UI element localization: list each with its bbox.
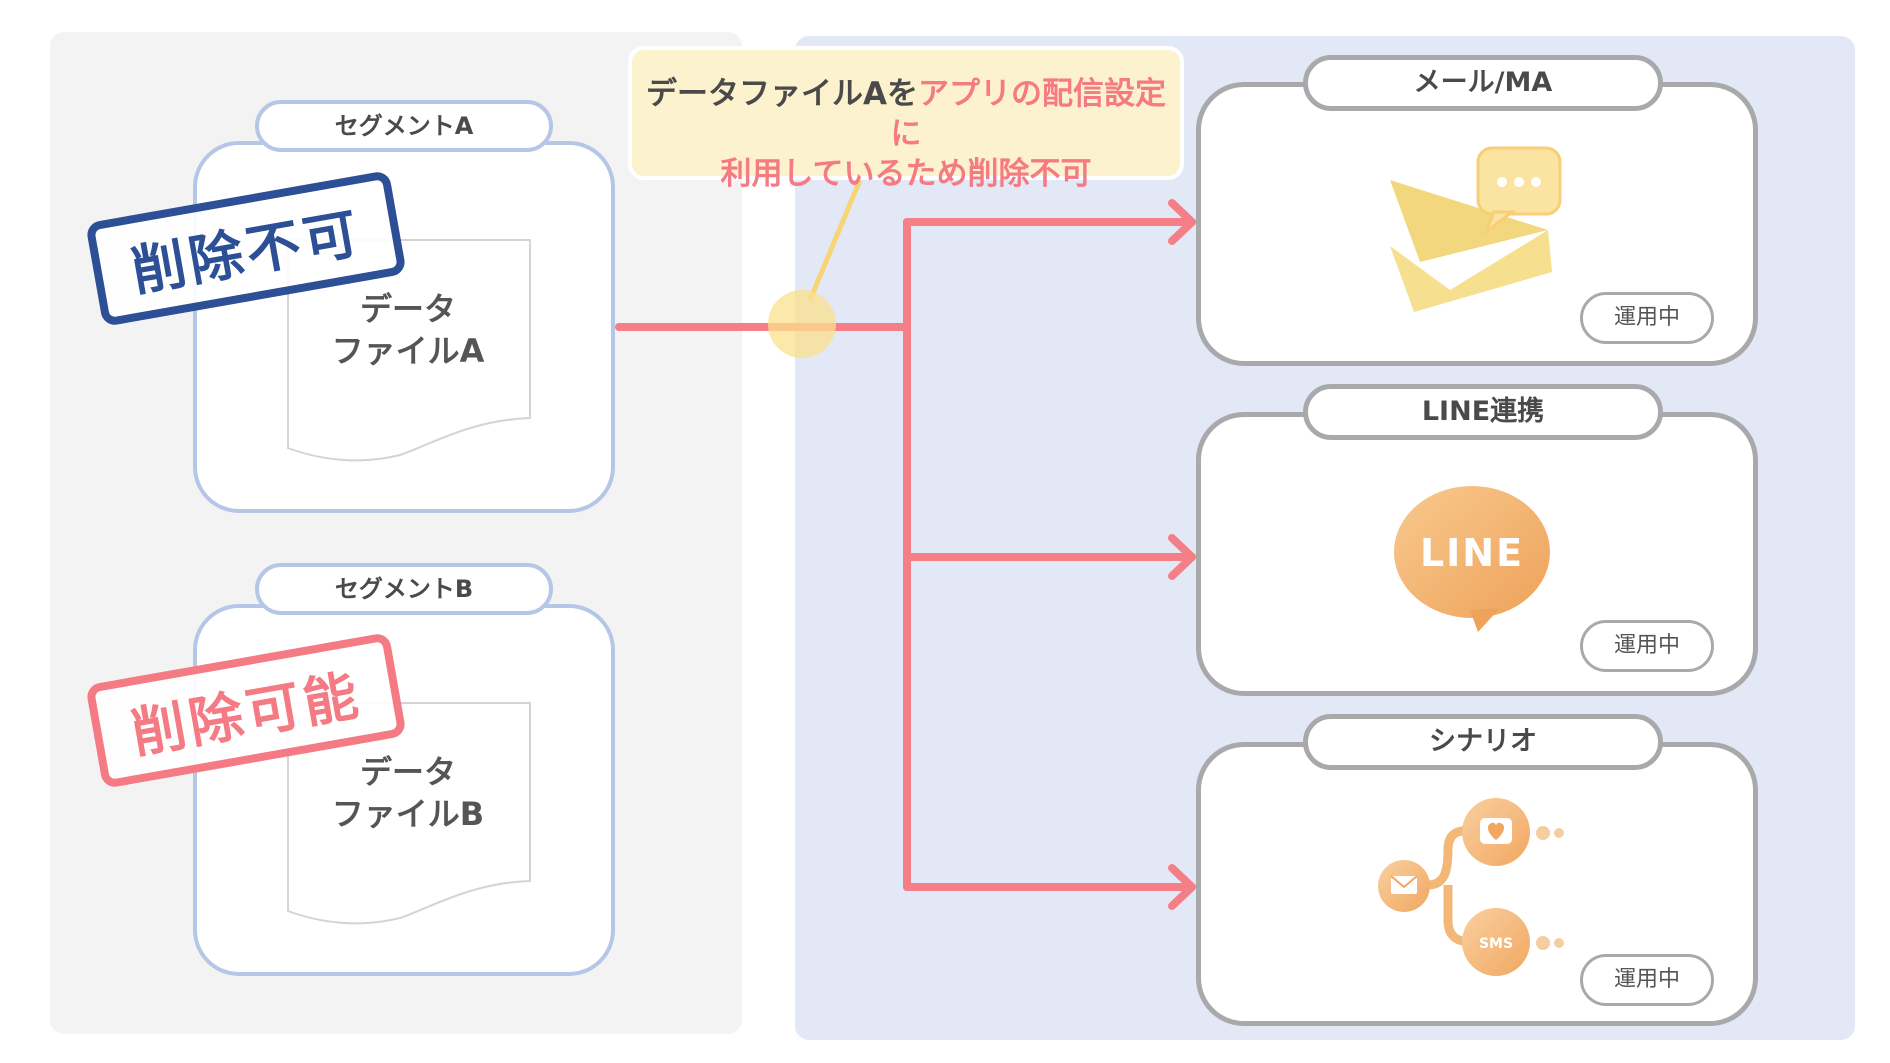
scenario-status-badge[interactable]: 運用中 — [1580, 954, 1714, 1006]
segment-a-tab: セグメントA — [255, 100, 553, 152]
document-a-line1: データ — [359, 290, 456, 328]
mail-ma-status-badge[interactable]: 運用中 — [1580, 292, 1714, 344]
arrowhead-mail — [1168, 199, 1196, 245]
scenario-flow-icon: SMS — [1378, 798, 1564, 976]
arrowhead-line — [1168, 534, 1196, 580]
arrowhead-scenario — [1168, 864, 1196, 910]
document-a-line2: ファイルA — [331, 332, 485, 370]
mail-icon — [1390, 146, 1562, 312]
callout-line1: データファイルAをアプリの配信設定に — [632, 74, 1180, 154]
scenario-tab: シナリオ — [1303, 714, 1663, 770]
line-logo-icon: LINE — [1394, 486, 1550, 632]
document-a-label: データ ファイルA — [288, 288, 528, 372]
line-status-badge[interactable]: 運用中 — [1580, 620, 1714, 672]
callout-box: データファイルAをアプリの配信設定に 利用しているため削除不可 — [628, 46, 1184, 192]
callout-text-highlight: アプリの配信設定に — [890, 76, 1167, 152]
document-a-icon — [287, 239, 531, 462]
document-b-icon — [287, 702, 531, 925]
callout-pointer — [807, 179, 863, 301]
mail-ma-tab: メール/MA — [1303, 55, 1663, 111]
callout-text-normal: データファイルAを — [646, 76, 918, 112]
line-logo-text: LINE — [1420, 531, 1524, 575]
callout-target-marker — [768, 290, 836, 358]
line-tab: LINE連携 — [1303, 384, 1663, 440]
document-b-label: データ ファイルB — [288, 751, 528, 835]
segment-b-tab: セグメントB — [255, 563, 553, 615]
document-b-line1: データ — [359, 753, 456, 791]
sms-badge-text: SMS — [1479, 936, 1513, 952]
callout-line2: 利用しているため削除不可 — [720, 156, 1092, 192]
document-b-line2: ファイルB — [331, 795, 485, 833]
connector-lines — [615, 199, 1196, 910]
